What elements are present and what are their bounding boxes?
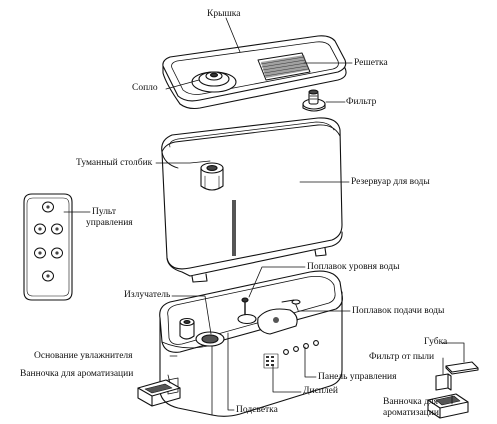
leader-aroma-tray <box>167 374 171 384</box>
filter-drawing <box>302 89 326 112</box>
label-filter: Фильтр <box>346 97 377 107</box>
label-display: Дисплей <box>303 386 338 396</box>
leader-backlight <box>227 332 235 411</box>
tank-drawing <box>161 117 343 283</box>
mist-column-drawing <box>200 162 224 191</box>
lid-drawing <box>162 35 347 110</box>
label-nozzle: Сопло <box>132 83 158 93</box>
label-control-panel: Панель управления <box>318 372 397 382</box>
leader-emitter <box>171 295 212 335</box>
aroma-tray-left-drawing <box>137 379 181 407</box>
label-base: Основание увлажнителя <box>34 351 133 361</box>
remote-drawing <box>23 193 73 301</box>
dust-filter-drawing <box>435 373 452 391</box>
leader-level-float <box>248 266 306 298</box>
leader-display <box>272 365 302 393</box>
label-grille: Решетка <box>354 58 388 68</box>
base-interior-drawing <box>179 297 301 347</box>
label-aroma-tray2-line1: Ванночка для <box>383 397 439 407</box>
label-lid: Крышка <box>207 9 241 19</box>
label-aroma-tray2-line2: ароматизации <box>383 408 439 418</box>
leader-nozzle <box>165 79 200 90</box>
label-remote-line1: Пульт <box>92 207 117 217</box>
label-level-float: Поплавок уровня воды <box>307 262 400 272</box>
label-aroma-tray: Ванночка для ароматизации <box>20 369 134 379</box>
leader-mist-column <box>155 160 211 164</box>
display-drawing <box>263 353 279 369</box>
label-mist-column: Туманный столбик <box>76 158 153 168</box>
label-backlight: Подсветка <box>236 405 278 415</box>
label-dust-filter: Фильтр от пыли <box>369 352 435 362</box>
label-remote-line2: управления <box>86 218 133 228</box>
sponge-drawing <box>445 361 479 375</box>
grille-drawing <box>257 52 311 81</box>
label-sponge: Губка <box>424 337 448 347</box>
control-panel-drawing <box>283 340 319 355</box>
leader-lid <box>225 17 241 53</box>
leader-sponge <box>441 342 465 363</box>
leader-control-panel <box>304 346 317 378</box>
label-emitter: Излучатель <box>124 290 171 300</box>
nozzle-drawing <box>191 71 237 93</box>
label-tank: Резервуар для воды <box>351 177 430 187</box>
leader-lines <box>63 17 465 411</box>
aroma-tray-right-drawing <box>427 393 469 419</box>
label-feed-float: Поплавок подачи воды <box>352 306 445 316</box>
